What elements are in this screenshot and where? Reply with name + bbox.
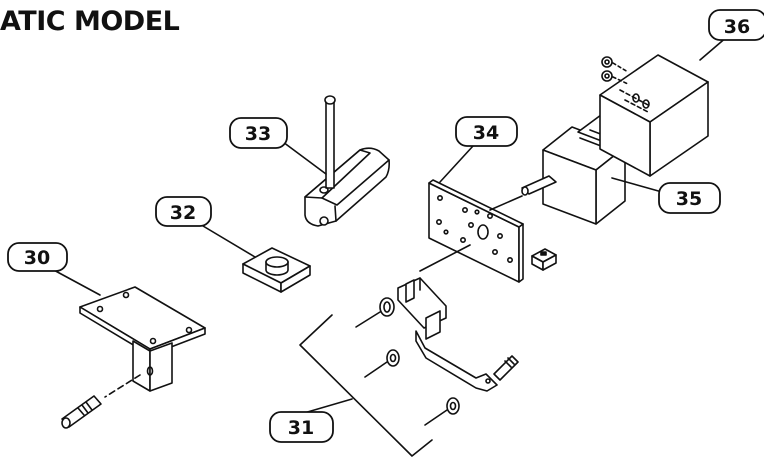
- callout-33-label: 33: [245, 123, 271, 145]
- part-36-cover-box: [599, 54, 709, 177]
- callout-31-label: 31: [288, 417, 314, 439]
- callout-34-label: 34: [473, 122, 499, 144]
- part-34-plate: [428, 179, 524, 283]
- part-31-clamp-group: [299, 244, 519, 457]
- diagram-title: ATIC MODEL: [0, 6, 180, 37]
- callout-32: 32: [155, 196, 212, 227]
- callout-34: 34: [455, 116, 518, 147]
- callout-31: 31: [269, 411, 334, 443]
- callout-30: 30: [7, 242, 68, 272]
- callout-33: 33: [229, 117, 288, 149]
- part-32-spacer-block: [242, 247, 311, 293]
- callout-30-label: 30: [24, 247, 50, 269]
- callout-32-label: 32: [170, 202, 196, 224]
- callout-36: 36: [708, 9, 764, 41]
- callout-36-label: 36: [724, 16, 750, 38]
- part-30-stud: [61, 395, 102, 429]
- part-30-bracket: [61, 286, 206, 429]
- callout-35-label: 35: [676, 188, 702, 210]
- callout-35: 35: [658, 182, 721, 214]
- small-nut-block: [531, 248, 557, 271]
- part-33-handle: [304, 95, 390, 227]
